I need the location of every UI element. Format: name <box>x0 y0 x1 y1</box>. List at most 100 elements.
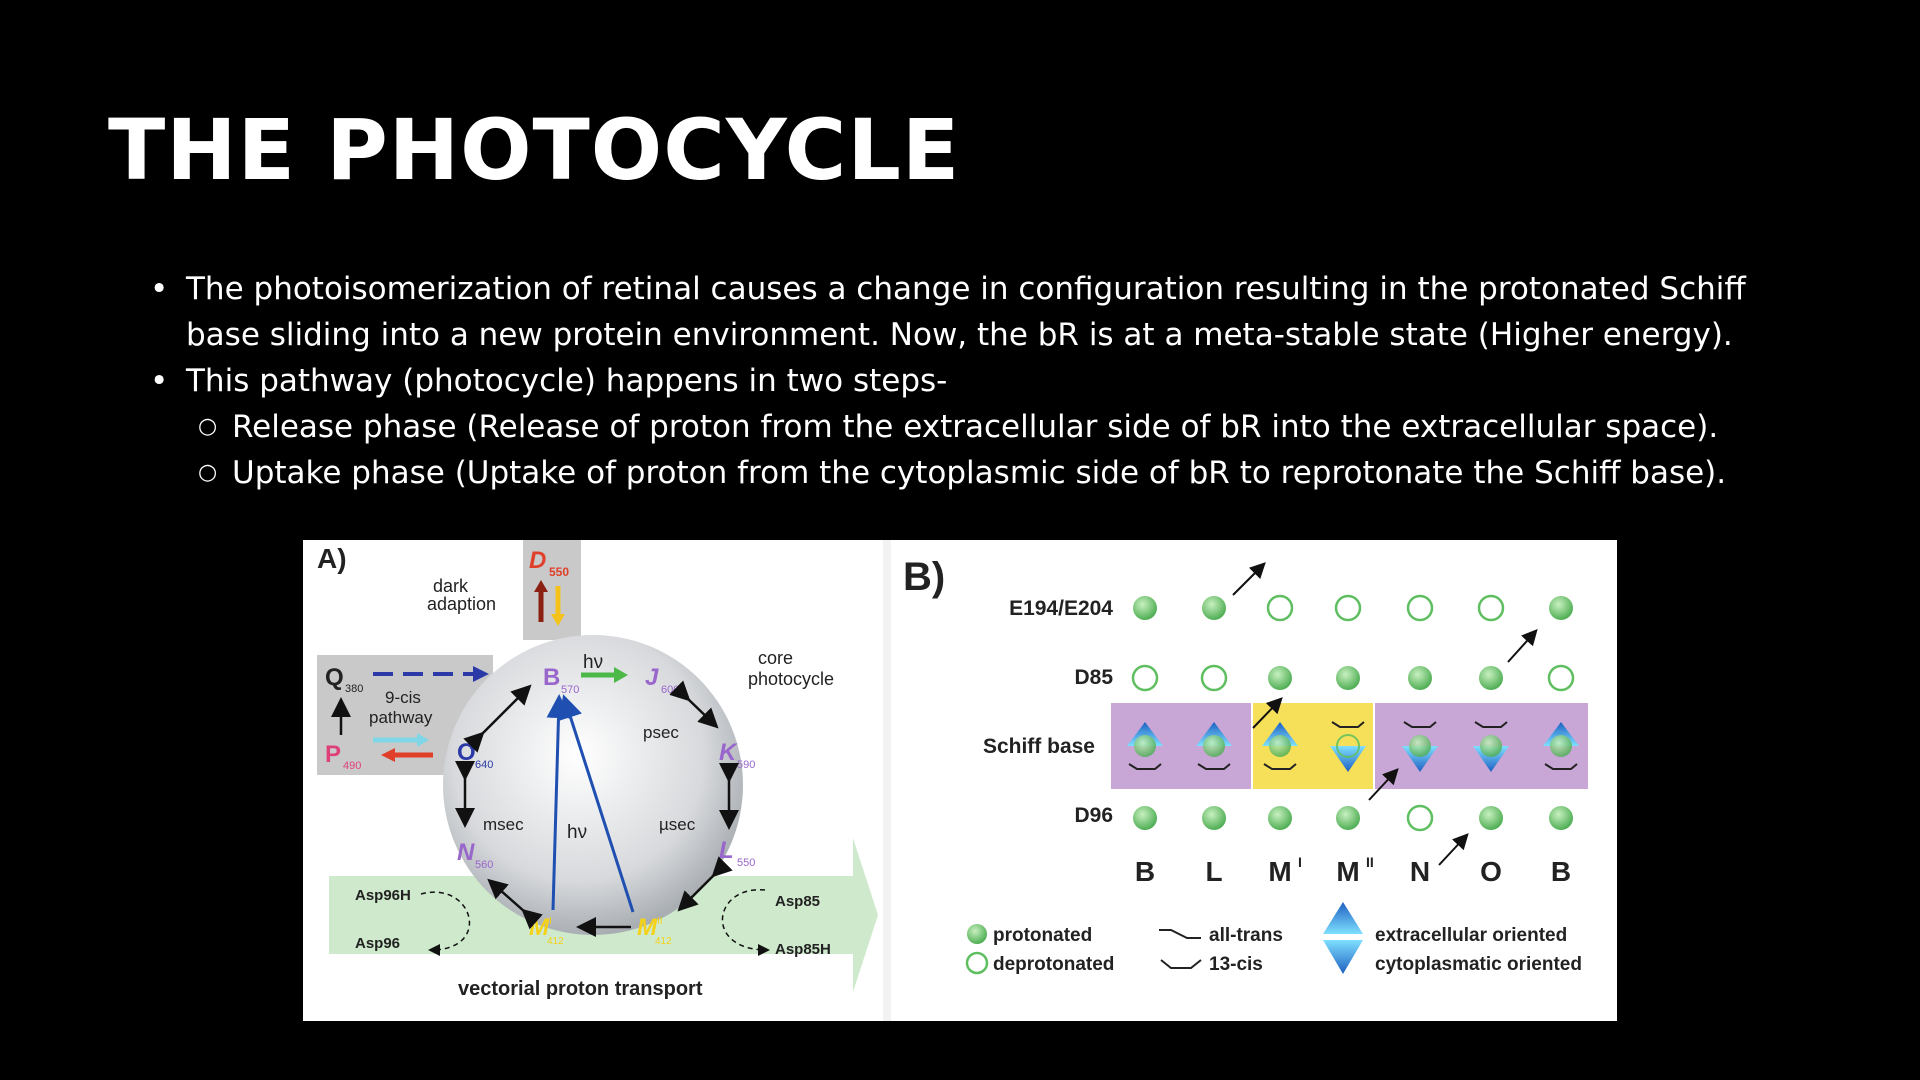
asp85h-label: Asp85H <box>775 941 831 958</box>
state-b: B <box>543 664 560 691</box>
state-q-sub: 380 <box>345 683 363 695</box>
state-l-sub: 550 <box>737 857 755 869</box>
photocycle-figure: A) vectorial proton transport dark adapt… <box>303 540 1617 1021</box>
state-n: N <box>457 839 475 866</box>
bullet-list: The photoisomerization of retinal causes… <box>150 266 1790 496</box>
state-m2-sup: II <box>657 916 663 927</box>
state-m2: M <box>637 914 658 941</box>
state-j: J <box>645 664 659 691</box>
psec-label: psec <box>643 723 679 742</box>
state-k: K <box>719 739 738 766</box>
protonated-site <box>1408 666 1432 690</box>
hv-label-top: hν <box>583 652 603 673</box>
transfer-arrow <box>1232 562 1266 596</box>
cytoplasmatic-icon <box>1323 940 1363 974</box>
dark-adaption-box <box>523 540 581 640</box>
state-n-sub: 560 <box>475 859 493 871</box>
schiff-base-proton <box>1203 735 1225 757</box>
pathway-label: pathway <box>369 708 433 727</box>
deprotonated-site <box>1406 594 1434 622</box>
asp96h-label: Asp96H <box>355 887 411 904</box>
col-label-l: L <box>1205 856 1222 887</box>
protonated-site <box>1479 806 1503 830</box>
retinal-conformation <box>1403 721 1437 728</box>
asp85-dashed-arrow <box>721 889 770 956</box>
m1-b-blue-arrow <box>546 694 571 911</box>
legend-deprotonated-icon <box>965 951 989 975</box>
row-label-d85: D85 <box>1074 666 1113 689</box>
m2-b-blue-arrow <box>559 694 635 913</box>
core-label: core <box>758 648 793 668</box>
col-sup-m1: I <box>1298 854 1302 870</box>
deprotonated-site <box>1266 594 1294 622</box>
state-m2-sub: 412 <box>655 936 672 947</box>
row-label-e194: E194/E204 <box>1009 597 1113 620</box>
transfer-arrow <box>1438 833 1469 866</box>
col-label-b2: B <box>1551 856 1571 887</box>
schiff-base-proton <box>1134 735 1156 757</box>
retinal-conformation <box>1331 721 1365 728</box>
col-sup-m2: II <box>1366 854 1374 870</box>
panel-divider <box>883 540 891 1021</box>
d-arrow-down-head <box>551 614 565 626</box>
retinal-conformation <box>1474 721 1508 728</box>
state-m1-sup: I <box>549 916 552 927</box>
panel-b-label: B) <box>903 555 945 599</box>
d-arrow-up-head <box>534 580 548 592</box>
state-k-sub: 590 <box>737 759 755 771</box>
red-arrow-head <box>381 748 395 762</box>
deprotonated-site <box>1131 664 1159 692</box>
legend-cytoplasmatic: cytoplasmatic oriented <box>1375 954 1582 975</box>
retinal-conformation <box>1263 763 1297 770</box>
deprotonated-site <box>1477 594 1505 622</box>
col-label-m2: M <box>1336 856 1359 887</box>
state-q: Q <box>325 664 344 691</box>
msec-label: msec <box>483 815 524 834</box>
state-l: L <box>719 837 734 864</box>
state-o-sub: 640 <box>475 759 493 771</box>
j-k-arrow <box>669 680 719 729</box>
protonated-site <box>1479 666 1503 690</box>
protonated-site <box>1336 806 1360 830</box>
cyan-arrow-head <box>417 733 429 747</box>
sub-bullet-item: Uptake phase (Uptake of proton from the … <box>150 450 1790 496</box>
cytoplasmatic-oriented-marker <box>1473 746 1509 772</box>
protonated-site <box>1202 806 1226 830</box>
legend-deprotonated: deprotonated <box>993 954 1114 975</box>
bullet-item: The photoisomerization of retinal causes… <box>150 266 1790 358</box>
panel-a-label: A) <box>317 543 347 574</box>
col-label-o: O <box>1480 856 1502 887</box>
all-trans-icon <box>1159 929 1201 939</box>
asp96-label: Asp96 <box>355 935 400 952</box>
slide-title: THE PHOTOCYCLE <box>108 101 961 199</box>
deprotonated-site <box>1406 804 1434 832</box>
col-label-b: B <box>1135 856 1155 887</box>
legend-13-cis: 13-cis <box>1209 954 1263 975</box>
legend-protonated-icon <box>967 924 987 944</box>
retinal-conformation <box>1544 763 1578 770</box>
deprotonated-site <box>1200 664 1228 692</box>
o-b-arrow <box>463 684 532 753</box>
retinal-conformation <box>1128 763 1162 770</box>
state-o: O <box>457 739 476 766</box>
transfer-arrow <box>1368 768 1399 801</box>
cytoplasmatic-oriented-marker <box>1402 746 1438 772</box>
protonated-site <box>1202 596 1226 620</box>
legend-extracellular: extracellular oriented <box>1375 925 1567 946</box>
asp85-label: Asp85 <box>775 893 820 910</box>
usec-label: µsec <box>659 815 696 834</box>
state-d: D <box>529 547 546 574</box>
hv-green-arrow-head <box>614 667 628 683</box>
schiff-base-proton <box>1550 735 1572 757</box>
row-label-d96: D96 <box>1074 804 1113 827</box>
extracellular-icon <box>1323 902 1363 934</box>
schiff-base-proton <box>1480 735 1502 757</box>
protonated-site <box>1336 666 1360 690</box>
col-label-m1: M <box>1268 856 1291 887</box>
protonated-site <box>1268 666 1292 690</box>
protonated-site <box>1133 596 1157 620</box>
schiff-base-proton <box>1409 735 1431 757</box>
sub-bullet-item: Release phase (Release of proton from th… <box>150 404 1790 450</box>
retinal-conformation <box>1197 763 1231 770</box>
transfer-arrow <box>1507 629 1538 663</box>
